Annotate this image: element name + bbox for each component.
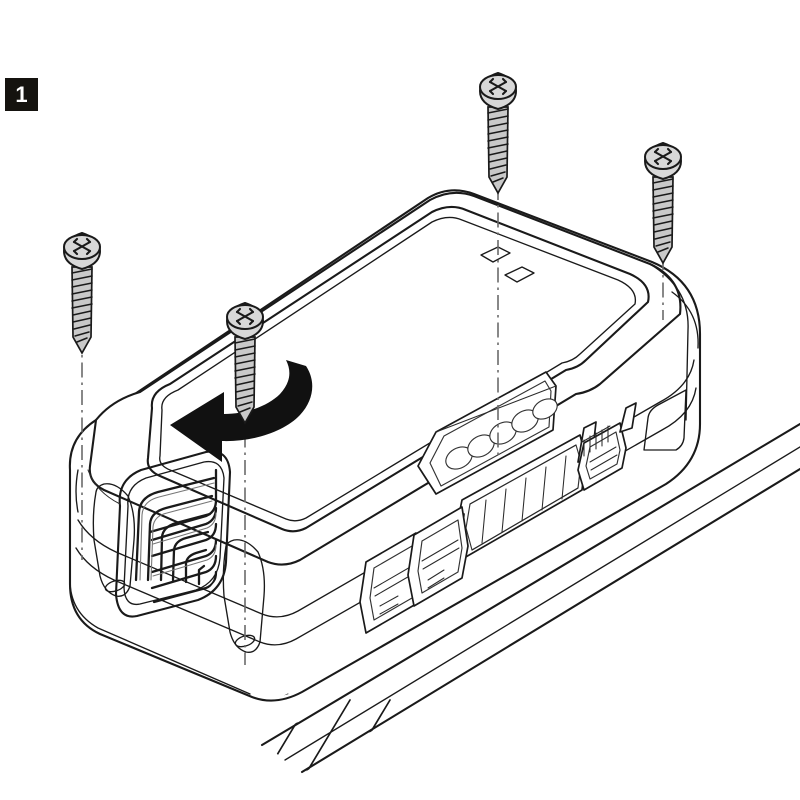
screw-boss-left	[92, 483, 136, 597]
screw-head	[478, 71, 518, 111]
screw-shaft	[487, 106, 509, 195]
led-window-2	[504, 266, 535, 283]
screw-shaft	[234, 336, 256, 425]
vent-grille	[114, 450, 232, 618]
screw-top-center	[478, 71, 518, 195]
screw-center	[225, 301, 265, 425]
screw-shaft	[71, 266, 93, 355]
phillips-cross-icon	[72, 237, 92, 256]
step-number-badge: 1	[5, 78, 38, 111]
terminal-block	[417, 371, 558, 495]
terminal-screw-holes	[445, 398, 558, 470]
step-number-label: 1	[15, 81, 28, 107]
connector-pins	[481, 455, 567, 544]
screw-centerlines	[81, 185, 664, 665]
phillips-cross-icon	[235, 307, 255, 326]
screw-shaft	[652, 176, 674, 265]
led-window-1	[480, 246, 511, 263]
phillips-cross-icon	[488, 77, 508, 96]
phillips-cross-icon	[653, 147, 673, 166]
screw-head	[225, 301, 265, 341]
screw-left	[62, 231, 102, 355]
rj45-port-2	[407, 506, 469, 607]
aux-connector	[577, 402, 637, 491]
tighten-rotation-arrow	[170, 360, 313, 462]
screw-head	[643, 141, 683, 181]
pin-header	[581, 425, 611, 457]
wall-mount-enclosure	[68, 189, 702, 702]
screw-boss-center	[222, 539, 266, 653]
screw-head	[62, 231, 102, 271]
rj45-port-1	[359, 532, 423, 634]
side-panel-detail	[643, 389, 687, 451]
screw-top-right	[643, 141, 683, 265]
